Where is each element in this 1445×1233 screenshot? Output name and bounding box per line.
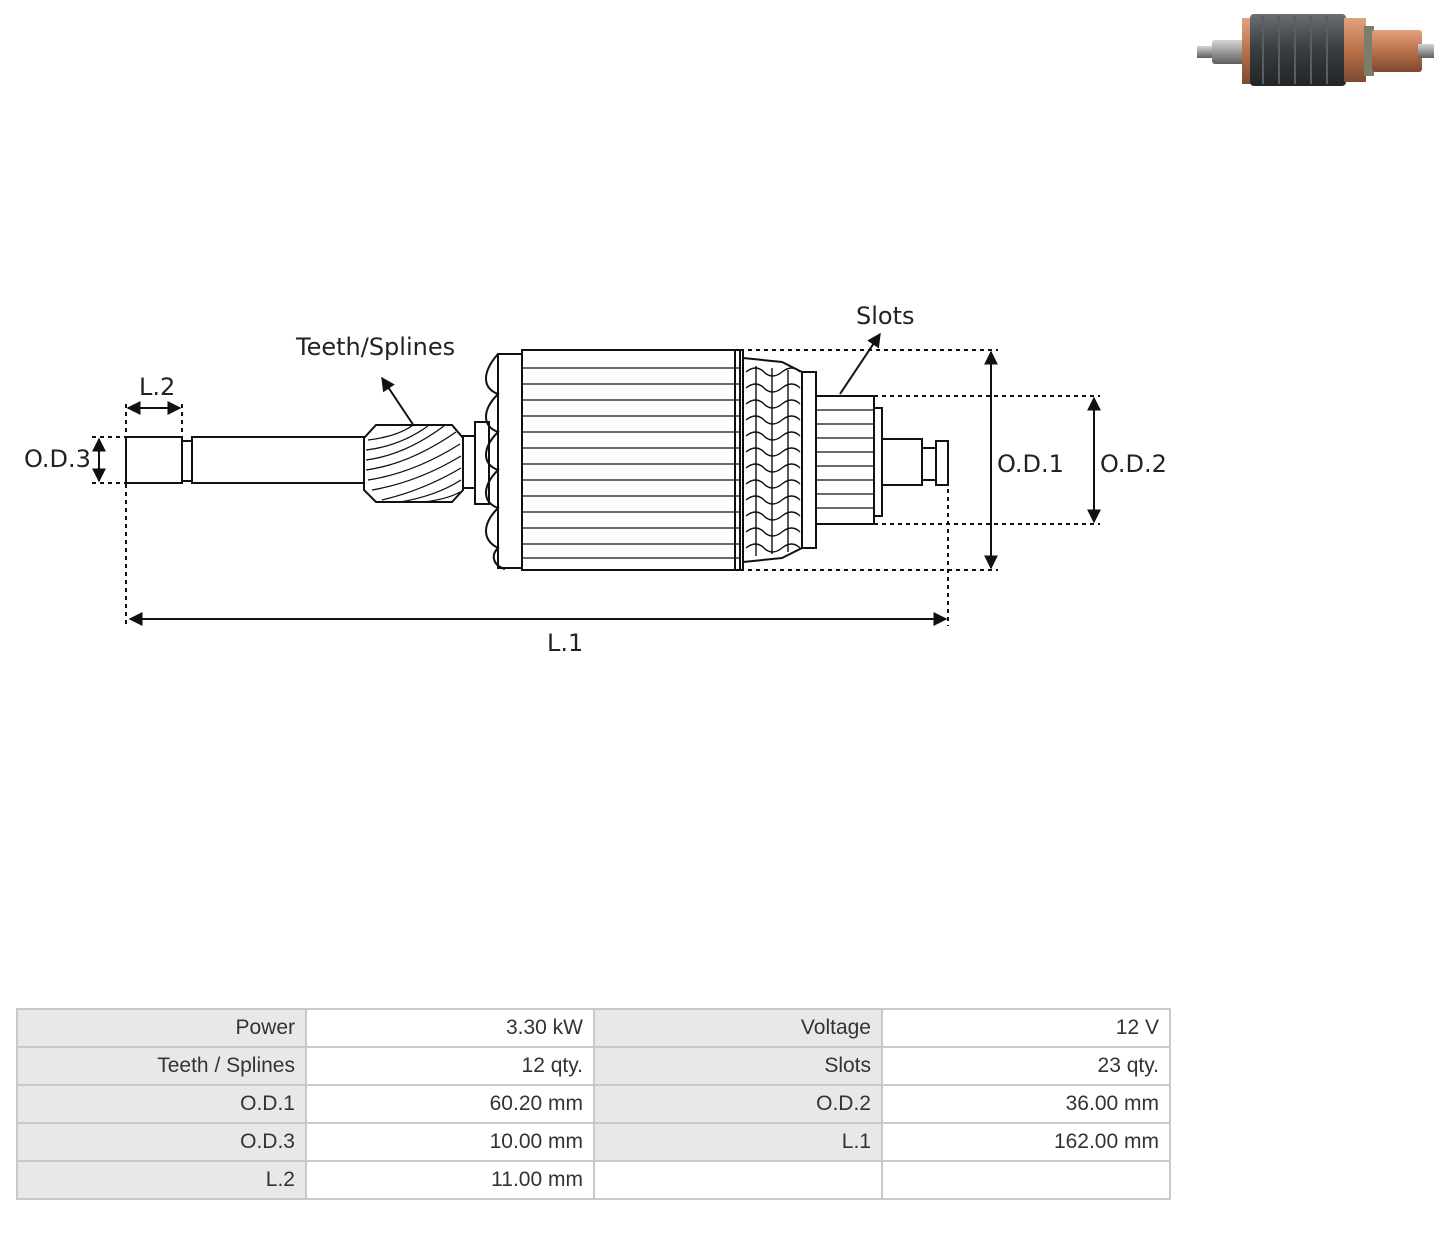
spec-value-voltage: 12 V [881, 1008, 1171, 1048]
l1-label: L.1 [547, 629, 583, 657]
table-row: Teeth / Splines 12 qty. Slots 23 qty. [16, 1046, 1171, 1086]
armature-thumbnail [1197, 14, 1434, 86]
spec-label-voltage: Voltage [593, 1008, 883, 1048]
table-row: O.D.1 60.20 mm O.D.2 36.00 mm [16, 1084, 1171, 1124]
spec-value-empty [881, 1160, 1171, 1200]
specifications-table: Power 3.30 kW Voltage 12 V Teeth / Splin… [16, 1008, 1171, 1200]
spec-label-power: Power [16, 1008, 307, 1048]
spec-label-od1: O.D.1 [16, 1084, 307, 1124]
thumb-gear [1212, 40, 1246, 64]
table-row: L.2 11.00 mm [16, 1160, 1171, 1200]
thumb-winding-right [1344, 18, 1366, 82]
shaft [191, 436, 365, 484]
spec-label-slots: Slots [593, 1046, 883, 1086]
thumb-commutator [1372, 30, 1422, 72]
spec-value-l1: 162.00 mm [881, 1122, 1171, 1162]
core-lamination-lines [522, 367, 740, 559]
spec-value-slots: 23 qty. [881, 1046, 1171, 1086]
dimension-arrows [92, 332, 1101, 626]
spec-label-od3: O.D.3 [16, 1122, 307, 1162]
od1-label: O.D.1 [997, 450, 1064, 478]
winding-wires [745, 366, 801, 556]
spec-value-od2: 36.00 mm [881, 1084, 1171, 1124]
od3-label: O.D.3 [24, 445, 91, 473]
spec-value-od3: 10.00 mm [305, 1122, 595, 1162]
spec-value-l2: 11.00 mm [305, 1160, 595, 1200]
spec-label-l1: L.1 [593, 1122, 883, 1162]
shaft-groove [181, 440, 193, 482]
table-row: Power 3.30 kW Voltage 12 V [16, 1008, 1171, 1048]
shaft-end [125, 436, 183, 484]
thumb-shaft-right [1418, 44, 1434, 58]
spec-value-power: 3.30 kW [305, 1008, 595, 1048]
slots-leader [839, 332, 881, 395]
commutator [815, 395, 875, 525]
armature-core [521, 349, 741, 571]
spline-hatching [365, 425, 462, 503]
spec-label-od2: O.D.2 [593, 1084, 883, 1124]
table-row: O.D.3 10.00 mm L.1 162.00 mm [16, 1122, 1171, 1162]
slots-label: Slots [856, 302, 915, 330]
od2-label: O.D.2 [1100, 450, 1167, 478]
commutator-segments [816, 409, 874, 509]
armature-drawing [125, 349, 949, 571]
spec-value-teeth-splines: 12 qty. [305, 1046, 595, 1086]
extension-lines [92, 349, 1100, 626]
spec-label-teeth-splines: Teeth / Splines [16, 1046, 307, 1086]
thumb-core [1250, 14, 1346, 86]
spec-value-od1: 60.20 mm [305, 1084, 595, 1124]
shaft-end-right [881, 438, 923, 486]
teeth-splines-label: Teeth/Splines [295, 333, 455, 361]
splined-pinion [363, 424, 464, 503]
spec-label-empty [593, 1160, 883, 1200]
teeth-splines-leader [381, 376, 415, 427]
spec-label-l2: L.2 [16, 1160, 307, 1200]
l2-label: L.2 [139, 373, 175, 401]
